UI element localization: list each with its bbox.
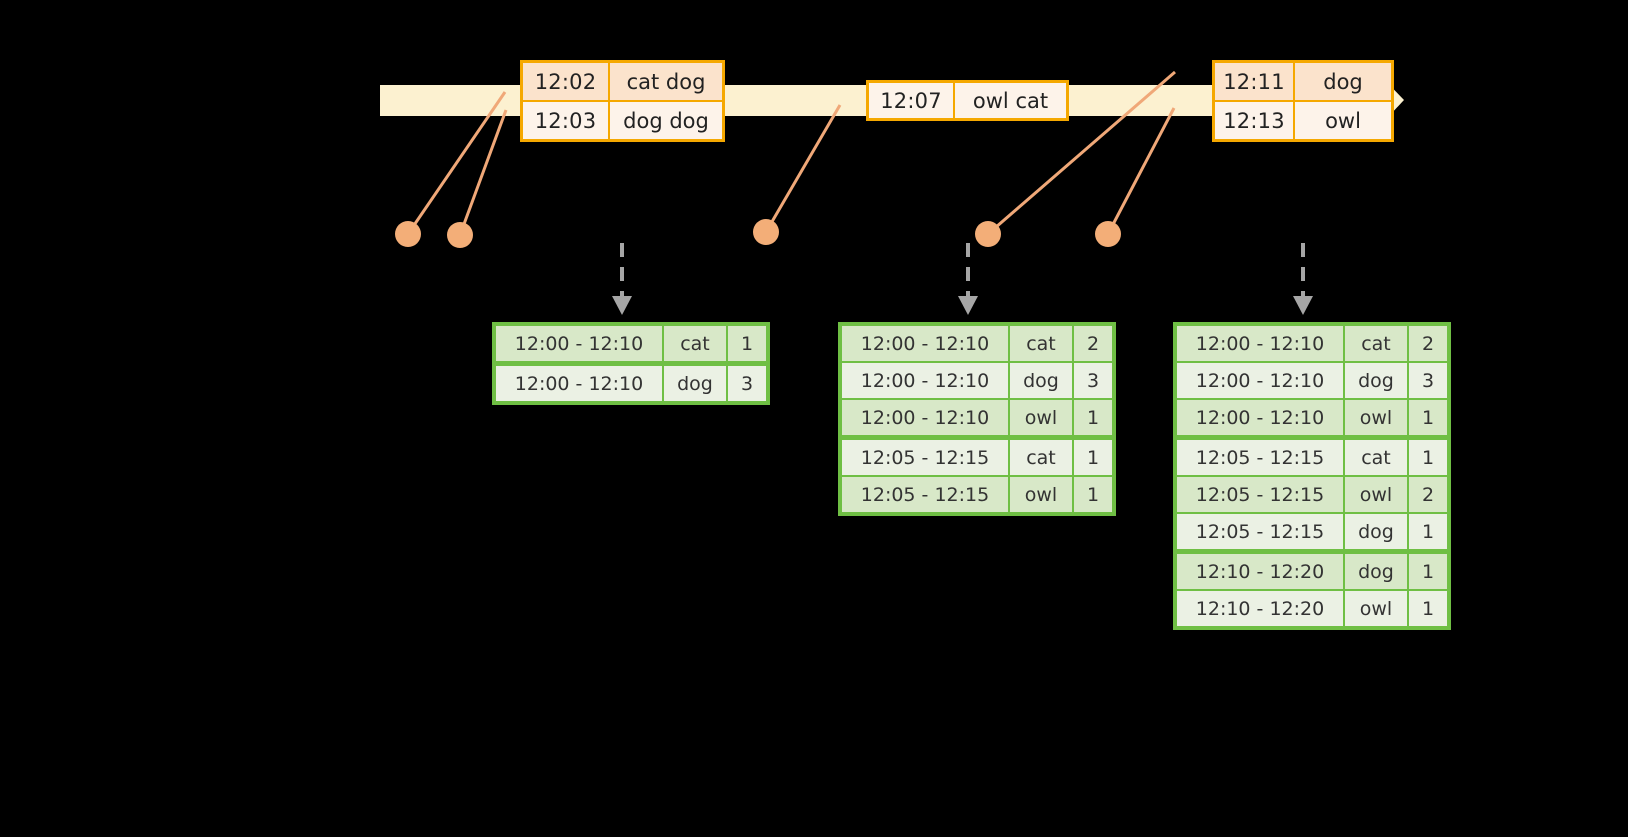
table-row[interactable]: 12:10 - 12:20 owl 1	[1176, 590, 1448, 627]
cell-word: cat	[1010, 440, 1072, 475]
cell-word: dog	[1345, 514, 1407, 549]
event-row[interactable]: 12:02 cat dog	[523, 63, 722, 100]
event-time: 12:11	[1215, 63, 1295, 100]
table-row[interactable]: 12:00 - 12:10 dog 3	[1176, 362, 1448, 399]
cell-window: 12:00 - 12:10	[496, 366, 662, 401]
cell-window: 12:00 - 12:10	[496, 326, 662, 361]
cell-window: 12:05 - 12:15	[1177, 477, 1343, 512]
cell-count: 1	[1409, 400, 1447, 435]
cell-word: dog	[1010, 363, 1072, 398]
cell-count: 1	[728, 326, 766, 361]
event-dot-1	[395, 221, 421, 247]
cell-window: 12:00 - 12:10	[1177, 326, 1343, 361]
cell-window: 12:05 - 12:15	[1177, 440, 1343, 475]
cell-window: 12:00 - 12:10	[842, 400, 1008, 435]
cell-word: owl	[1345, 400, 1407, 435]
event-card-2[interactable]: 12:07 owl cat	[866, 80, 1069, 121]
table-row[interactable]: 12:05 - 12:15 owl 1	[841, 476, 1113, 513]
event-words: cat dog	[626, 69, 706, 94]
event-card-1[interactable]: 12:02 cat dog 12:03 dog dog	[520, 60, 725, 142]
table-row[interactable]: 12:05 - 12:15 dog 1	[1176, 513, 1448, 550]
cell-count: 1	[1409, 440, 1447, 475]
table-row[interactable]: 12:00 - 12:10 owl 1	[1176, 399, 1448, 436]
cell-word: cat	[1345, 326, 1407, 361]
event-words: owl	[1325, 108, 1361, 133]
event-words: dog	[1323, 69, 1363, 94]
table-row[interactable]: 12:05 - 12:15 cat 1	[841, 439, 1113, 476]
event-words: owl cat	[972, 88, 1049, 113]
cell-count: 3	[728, 366, 766, 401]
cell-word: dog	[1345, 554, 1407, 589]
leader-line-5	[1106, 107, 1176, 235]
result-table-3[interactable]: 12:00 - 12:10 cat 2 12:00 - 12:10 dog 3 …	[1173, 322, 1451, 630]
cell-window: 12:00 - 12:10	[1177, 363, 1343, 398]
table-row[interactable]: 12:05 - 12:15 cat 1	[1176, 439, 1448, 476]
cell-word: dog	[1345, 363, 1407, 398]
cell-word: owl	[1345, 591, 1407, 626]
event-dot-4	[975, 221, 1001, 247]
table-row[interactable]: 12:00 - 12:10 cat 2	[841, 325, 1113, 362]
table-row[interactable]: 12:00 - 12:10 owl 1	[841, 399, 1113, 436]
cell-window: 12:10 - 12:20	[1177, 591, 1343, 626]
event-row[interactable]: 12:03 dog dog	[523, 100, 722, 139]
event-dot-3	[753, 219, 779, 245]
cell-window: 12:00 - 12:10	[842, 363, 1008, 398]
table-row[interactable]: 12:00 - 12:10 dog 3	[841, 362, 1113, 399]
table-row[interactable]: 12:05 - 12:15 owl 2	[1176, 476, 1448, 513]
cell-word: cat	[664, 326, 726, 361]
table-row[interactable]: 12:00 - 12:10 cat 1	[495, 325, 767, 362]
leader-line-2	[458, 109, 508, 236]
cell-window: 12:05 - 12:15	[842, 477, 1008, 512]
event-time: 12:07	[869, 83, 955, 118]
event-words: dog dog	[623, 108, 709, 133]
cell-window: 12:05 - 12:15	[1177, 514, 1343, 549]
event-row[interactable]: 12:07 owl cat	[869, 83, 1066, 118]
event-dot-5	[1095, 221, 1121, 247]
cell-window: 12:10 - 12:20	[1177, 554, 1343, 589]
cell-word: owl	[1345, 477, 1407, 512]
cell-count: 3	[1074, 363, 1112, 398]
cell-count: 1	[1409, 554, 1447, 589]
cell-window: 12:05 - 12:15	[842, 440, 1008, 475]
cell-word: dog	[664, 366, 726, 401]
cell-word: cat	[1010, 326, 1072, 361]
leader-line-3	[764, 104, 842, 233]
cell-word: owl	[1010, 477, 1072, 512]
table-row[interactable]: 12:00 - 12:10 cat 2	[1176, 325, 1448, 362]
cell-count: 1	[1074, 477, 1112, 512]
trigger-arrow-2	[958, 243, 978, 315]
cell-word: cat	[1345, 440, 1407, 475]
result-table-2[interactable]: 12:00 - 12:10 cat 2 12:00 - 12:10 dog 3 …	[838, 322, 1116, 516]
event-row[interactable]: 12:13 owl	[1215, 100, 1391, 139]
table-row[interactable]: 12:00 - 12:10 dog 3	[495, 365, 767, 402]
event-dot-2	[447, 222, 473, 248]
cell-count: 1	[1074, 440, 1112, 475]
cell-count: 2	[1074, 326, 1112, 361]
event-time: 12:13	[1215, 102, 1295, 139]
cell-count: 1	[1409, 514, 1447, 549]
table-row[interactable]: 12:10 - 12:20 dog 1	[1176, 553, 1448, 590]
event-row[interactable]: 12:11 dog	[1215, 63, 1391, 100]
trigger-arrow-1	[612, 243, 632, 315]
cell-count: 2	[1409, 326, 1447, 361]
cell-count: 2	[1409, 477, 1447, 512]
cell-word: owl	[1010, 400, 1072, 435]
cell-count: 3	[1409, 363, 1447, 398]
result-table-1[interactable]: 12:00 - 12:10 cat 1 12:00 - 12:10 dog 3	[492, 322, 770, 405]
event-time: 12:02	[523, 63, 610, 100]
cell-count: 1	[1074, 400, 1112, 435]
cell-window: 12:00 - 12:10	[1177, 400, 1343, 435]
trigger-arrow-3	[1293, 243, 1313, 315]
cell-window: 12:00 - 12:10	[842, 326, 1008, 361]
event-time: 12:03	[523, 102, 610, 139]
event-card-3[interactable]: 12:11 dog 12:13 owl	[1212, 60, 1394, 142]
cell-count: 1	[1409, 591, 1447, 626]
